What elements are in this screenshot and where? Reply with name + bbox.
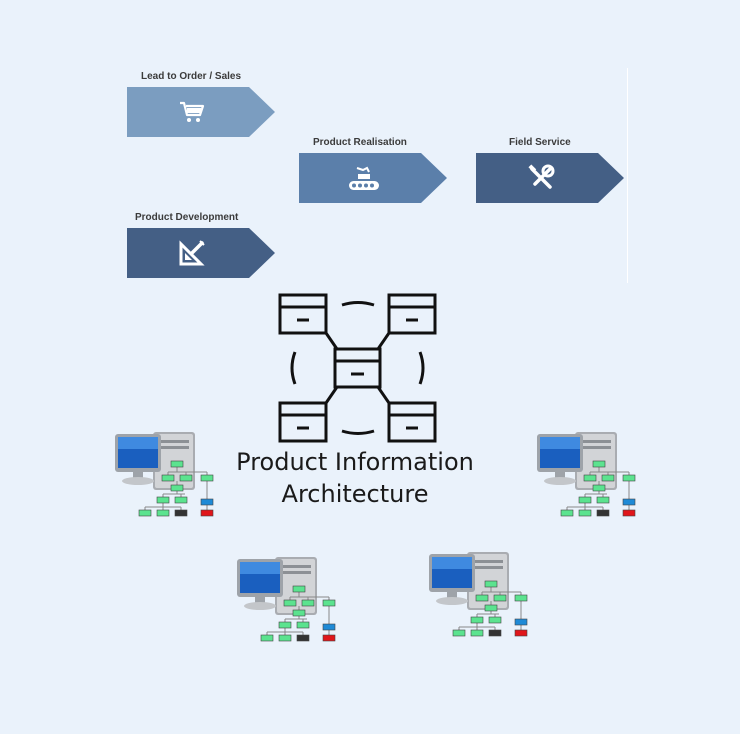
divider-line <box>627 68 628 283</box>
tools-icon <box>476 153 606 203</box>
database-network-icon <box>278 293 437 443</box>
product-realisation-label: Product Realisation <box>313 137 407 148</box>
design-icon <box>127 228 257 278</box>
product-realisation-chevron <box>299 153 447 203</box>
lead-to-order-label: Lead to Order / Sales <box>141 71 242 82</box>
cart-icon <box>127 87 257 137</box>
lead-to-order-chevron <box>127 87 275 137</box>
computer-hierarchy-icon <box>115 431 214 517</box>
computer-hierarchy-icon <box>237 556 336 642</box>
field-service-chevron <box>476 153 624 203</box>
computer-hierarchy-icon <box>429 551 528 637</box>
field-service-label: Field Service <box>509 137 571 148</box>
central-title-line1: Product Information <box>236 448 474 476</box>
central-title-line2: Architecture <box>281 480 429 508</box>
computer-hierarchy-icon <box>537 431 636 517</box>
conveyor-icon <box>299 153 429 203</box>
product-development-chevron <box>127 228 275 278</box>
product-development-label: Product Development <box>135 212 239 223</box>
